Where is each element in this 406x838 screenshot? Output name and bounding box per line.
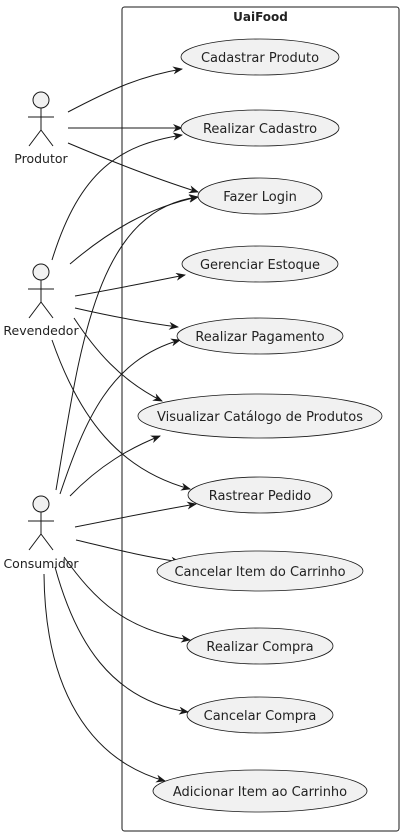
use-case-realizar-compra[interactable]: Realizar Compra [186,627,334,665]
use-case-label: Cancelar Compra [204,709,317,724]
use-case-label: Fazer Login [223,190,297,205]
use-case-ellipse [152,769,368,813]
use-case-cadastrar-produto[interactable]: Cadastrar Produto [180,38,340,76]
use-case-label: Cancelar Item do Carrinho [174,565,345,580]
use-case-realizar-pagamento[interactable]: Realizar Pagamento [176,317,344,355]
use-case-visualizar-catalogo[interactable]: Visualizar Catálogo de Produtos [137,393,383,439]
association-revendedor-realizar-cadastro [51,132,183,261]
association-consumidor-rastrear-pedido [74,501,197,528]
use-case-ellipse [176,317,344,355]
use-case-ellipse [180,38,340,76]
stick-figure-icon [28,495,54,551]
use-case-ellipse [186,627,334,665]
association-consumidor-realizar-pagamento [59,338,181,495]
actor-label: Consumidor [3,556,79,571]
association-consumidor-cancelar-compra [54,566,189,715]
use-case-adicionar-item[interactable]: Adicionar Item ao Carrinho [152,769,368,813]
use-case-rastrear-pedido[interactable]: Rastrear Pedido [187,476,333,514]
association-consumidor-visualizar-catalogo [69,435,161,497]
use-case-ellipse [197,177,323,215]
use-case-label: Visualizar Catálogo de Produtos [157,410,363,425]
use-case-ellipse [186,696,334,734]
use-case-gerenciar-estoque[interactable]: Gerenciar Estoque [181,245,339,283]
association-revendedor-fazer-login [69,194,199,265]
association-consumidor-realizar-compra [63,556,191,643]
association-revendedor-gerenciar-estoque [74,272,186,297]
use-case-fazer-login[interactable]: Fazer Login [197,177,323,215]
actor-revendedor[interactable]: Revendedor [3,263,79,338]
association-produtor-fazer-login [67,142,199,194]
stick-figure-icon [28,91,54,147]
use-case-label: Realizar Cadastro [203,122,317,137]
association-consumidor-fazer-login [55,194,199,491]
association-produtor-cadastrar-produto [67,66,183,113]
use-case-label: Rastrear Pedido [209,489,312,504]
use-case-label: Realizar Pagamento [195,330,324,345]
association-lines [43,66,199,783]
association-revendedor-rastrear-pedido [51,339,191,491]
use-case-ellipse [180,109,340,147]
use-case-ellipse [181,245,339,283]
use-case-label: Adicionar Item ao Carrinho [173,785,347,800]
association-revendedor-realizar-pagamento [74,307,179,330]
actor-produtor[interactable]: Produtor [14,91,69,166]
use-case-cancelar-compra[interactable]: Cancelar Compra [186,696,334,734]
use-case-realizar-cadastro[interactable]: Realizar Cadastro [180,109,340,147]
actor-label: Revendedor [3,323,79,338]
association-consumidor-cancelar-item [75,539,181,565]
use-case-ellipse [137,393,383,439]
use-case-cancelar-item[interactable]: Cancelar Item do Carrinho [156,550,364,592]
association-revendedor-visualizar-catalogo [73,317,163,402]
system-title: UaiFood [233,10,288,24]
use-case-label: Cadastrar Produto [201,51,319,66]
use-case-label: Gerenciar Estoque [200,258,320,273]
association-consumidor-adicionar-item [43,573,166,783]
actor-consumidor[interactable]: Consumidor [3,495,79,571]
actor-label: Produtor [14,151,68,166]
use-case-ellipse [187,476,333,514]
stick-figure-icon [28,263,54,319]
use-case-ellipse [156,550,364,592]
use-case-label: Realizar Compra [206,640,313,655]
